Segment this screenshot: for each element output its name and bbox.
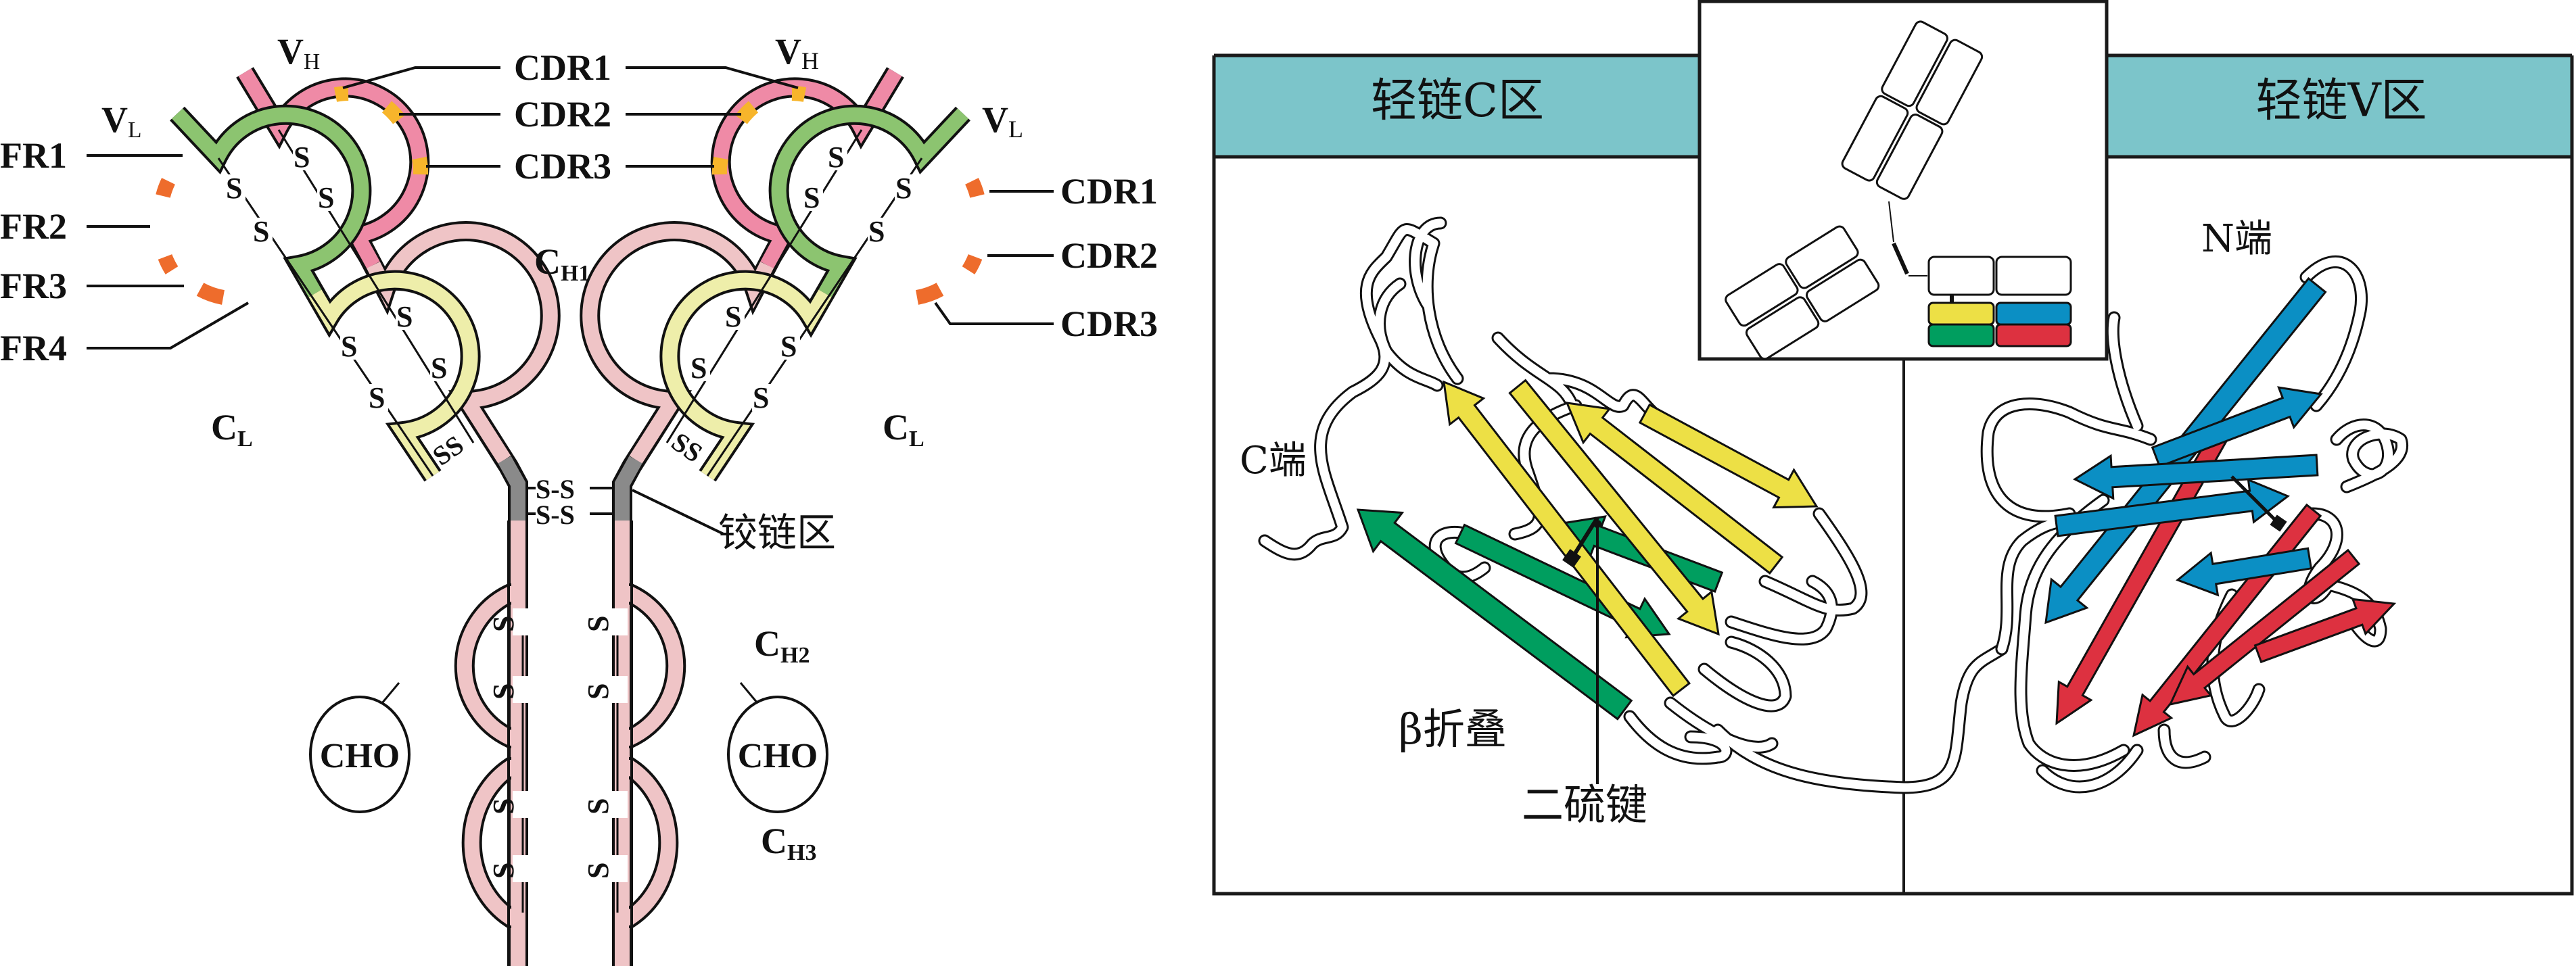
- inset-cl-top: [1927, 301, 1995, 326]
- vh-left-label: VH: [277, 31, 320, 74]
- hinge-region-label: 铰链区: [718, 510, 836, 556]
- ch2-label: CH2: [754, 623, 810, 668]
- c-terminus-label: C端: [1240, 439, 1307, 483]
- cdr1-right-label: CDR1: [1060, 171, 1158, 212]
- beta-strand-blue: [2054, 478, 2290, 537]
- beta-strand-yellow: [1565, 402, 1784, 575]
- antibody-labels: FR1 FR2 FR3 FR4 VL VH CH1 CL CDR1 CDR2 C…: [0, 31, 1158, 865]
- cho-label-right: CHO: [738, 737, 818, 775]
- carbohydrate-right: [727, 696, 828, 813]
- fc-disulfides: S S S S S S S S: [487, 616, 615, 879]
- constant-domain-strands: [1356, 379, 1819, 721]
- cho-label-left: CHO: [320, 737, 400, 775]
- beta-strand-yellow: [1508, 379, 1720, 636]
- hinge-ss-1: S-S: [536, 474, 575, 504]
- s-atom: S: [895, 172, 912, 205]
- hinge-ss-2: S-S: [536, 500, 575, 530]
- leader-lines: [87, 66, 1054, 535]
- inset-domains: [1725, 20, 2072, 360]
- s-atom: S: [318, 181, 334, 214]
- intrachain-disulfides-right: S S S S S S S S: [690, 141, 912, 414]
- s-atom: S: [369, 381, 385, 414]
- s-atom: S: [431, 352, 447, 385]
- cl-left-label: CL: [211, 407, 253, 452]
- beta-strand-blue: [2151, 386, 2323, 468]
- constant-region-header: [1214, 55, 1701, 157]
- s-atom: S: [253, 215, 269, 248]
- s-atom: S: [780, 330, 797, 363]
- fr1-label: FR1: [0, 135, 67, 176]
- antibody-left-half: [163, 72, 551, 966]
- n-terminus-label: N端: [2201, 217, 2272, 261]
- beta-strand-blue: [2072, 454, 2319, 500]
- hinge-disulfides: S-S S-S: [536, 474, 575, 530]
- s-atom: S: [226, 172, 242, 205]
- antibody-diagram: S S S S S S S S S S S S S S S S S S S S …: [0, 31, 1158, 966]
- s-atom: S: [487, 616, 520, 632]
- variable-region-title: 轻链V区: [2255, 74, 2427, 128]
- carbohydrate-left: [309, 696, 411, 813]
- beta-strand-red: [2253, 598, 2397, 664]
- beta-strand-red: [2168, 548, 2361, 706]
- constant-domain-ribbon: [1258, 216, 2009, 794]
- cdr1-center-label: CDR1: [514, 47, 611, 88]
- variable-domain-strands: [2044, 276, 2397, 738]
- cdr2-right-label: CDR2: [1060, 235, 1158, 276]
- vh-right-label: VH: [775, 31, 819, 74]
- s-atom: S: [828, 141, 844, 174]
- s-atom: S: [725, 300, 741, 333]
- s-atom: S: [582, 798, 615, 815]
- inset-vl-top: [1995, 301, 2072, 326]
- fr2-label: FR2: [0, 206, 67, 247]
- fr4-label: FR4: [0, 328, 67, 368]
- beta-strand-green: [1356, 508, 1633, 721]
- vl-right-label: VL: [982, 99, 1023, 143]
- s-label-backgrounds: [225, 143, 915, 882]
- c-domain-disulfide-atom: [1562, 549, 1581, 568]
- intrachain-disulfides-left: S S S S S S S S: [226, 141, 447, 414]
- s-atom: S: [803, 181, 820, 214]
- s-atom: S: [582, 616, 615, 632]
- beta-strand-yellow: [1638, 403, 1819, 509]
- s-atom: S: [341, 330, 357, 363]
- s-atom: S: [582, 863, 615, 879]
- vl-left-label: VL: [101, 99, 141, 143]
- cdr3-center-label: CDR3: [514, 146, 611, 187]
- fr3-label: FR3: [0, 266, 67, 306]
- variable-region-header: [2107, 55, 2572, 157]
- heavy-light-disulfides: SS SS: [427, 427, 708, 472]
- inset-cl-bottom: [1927, 323, 1995, 347]
- s-atom: S: [487, 683, 520, 700]
- s-atom: S: [582, 683, 615, 700]
- constant-region-title: 轻链C区: [1371, 74, 1544, 128]
- disulfide-bond-label: 二硫键: [1522, 780, 1647, 829]
- s-atom: S: [753, 381, 769, 414]
- s-atom: S: [487, 863, 520, 879]
- inset-vl-bottom: [1995, 323, 2072, 347]
- s-atom: S: [868, 215, 885, 248]
- variable-domain-ribbon: [1980, 256, 2408, 794]
- light-chain-structure-panel: 轻链C区 轻链V区: [1212, 0, 2574, 896]
- s-atom: S: [294, 141, 310, 174]
- ch1-label: CH1: [534, 241, 590, 286]
- beta-sheet-label: β折叠: [1399, 704, 1507, 754]
- ch3-label: CH3: [761, 821, 816, 865]
- beta-strand-yellow: [1443, 380, 1691, 698]
- cl-right-label: CL: [883, 407, 924, 452]
- s-atom: S: [487, 798, 520, 815]
- cdr2-center-label: CDR2: [514, 94, 611, 135]
- s-atom: S: [690, 352, 707, 385]
- s-atom: S: [396, 300, 413, 333]
- cdr3-right-label: CDR3: [1060, 304, 1158, 344]
- beta-strand-blue: [2176, 547, 2313, 597]
